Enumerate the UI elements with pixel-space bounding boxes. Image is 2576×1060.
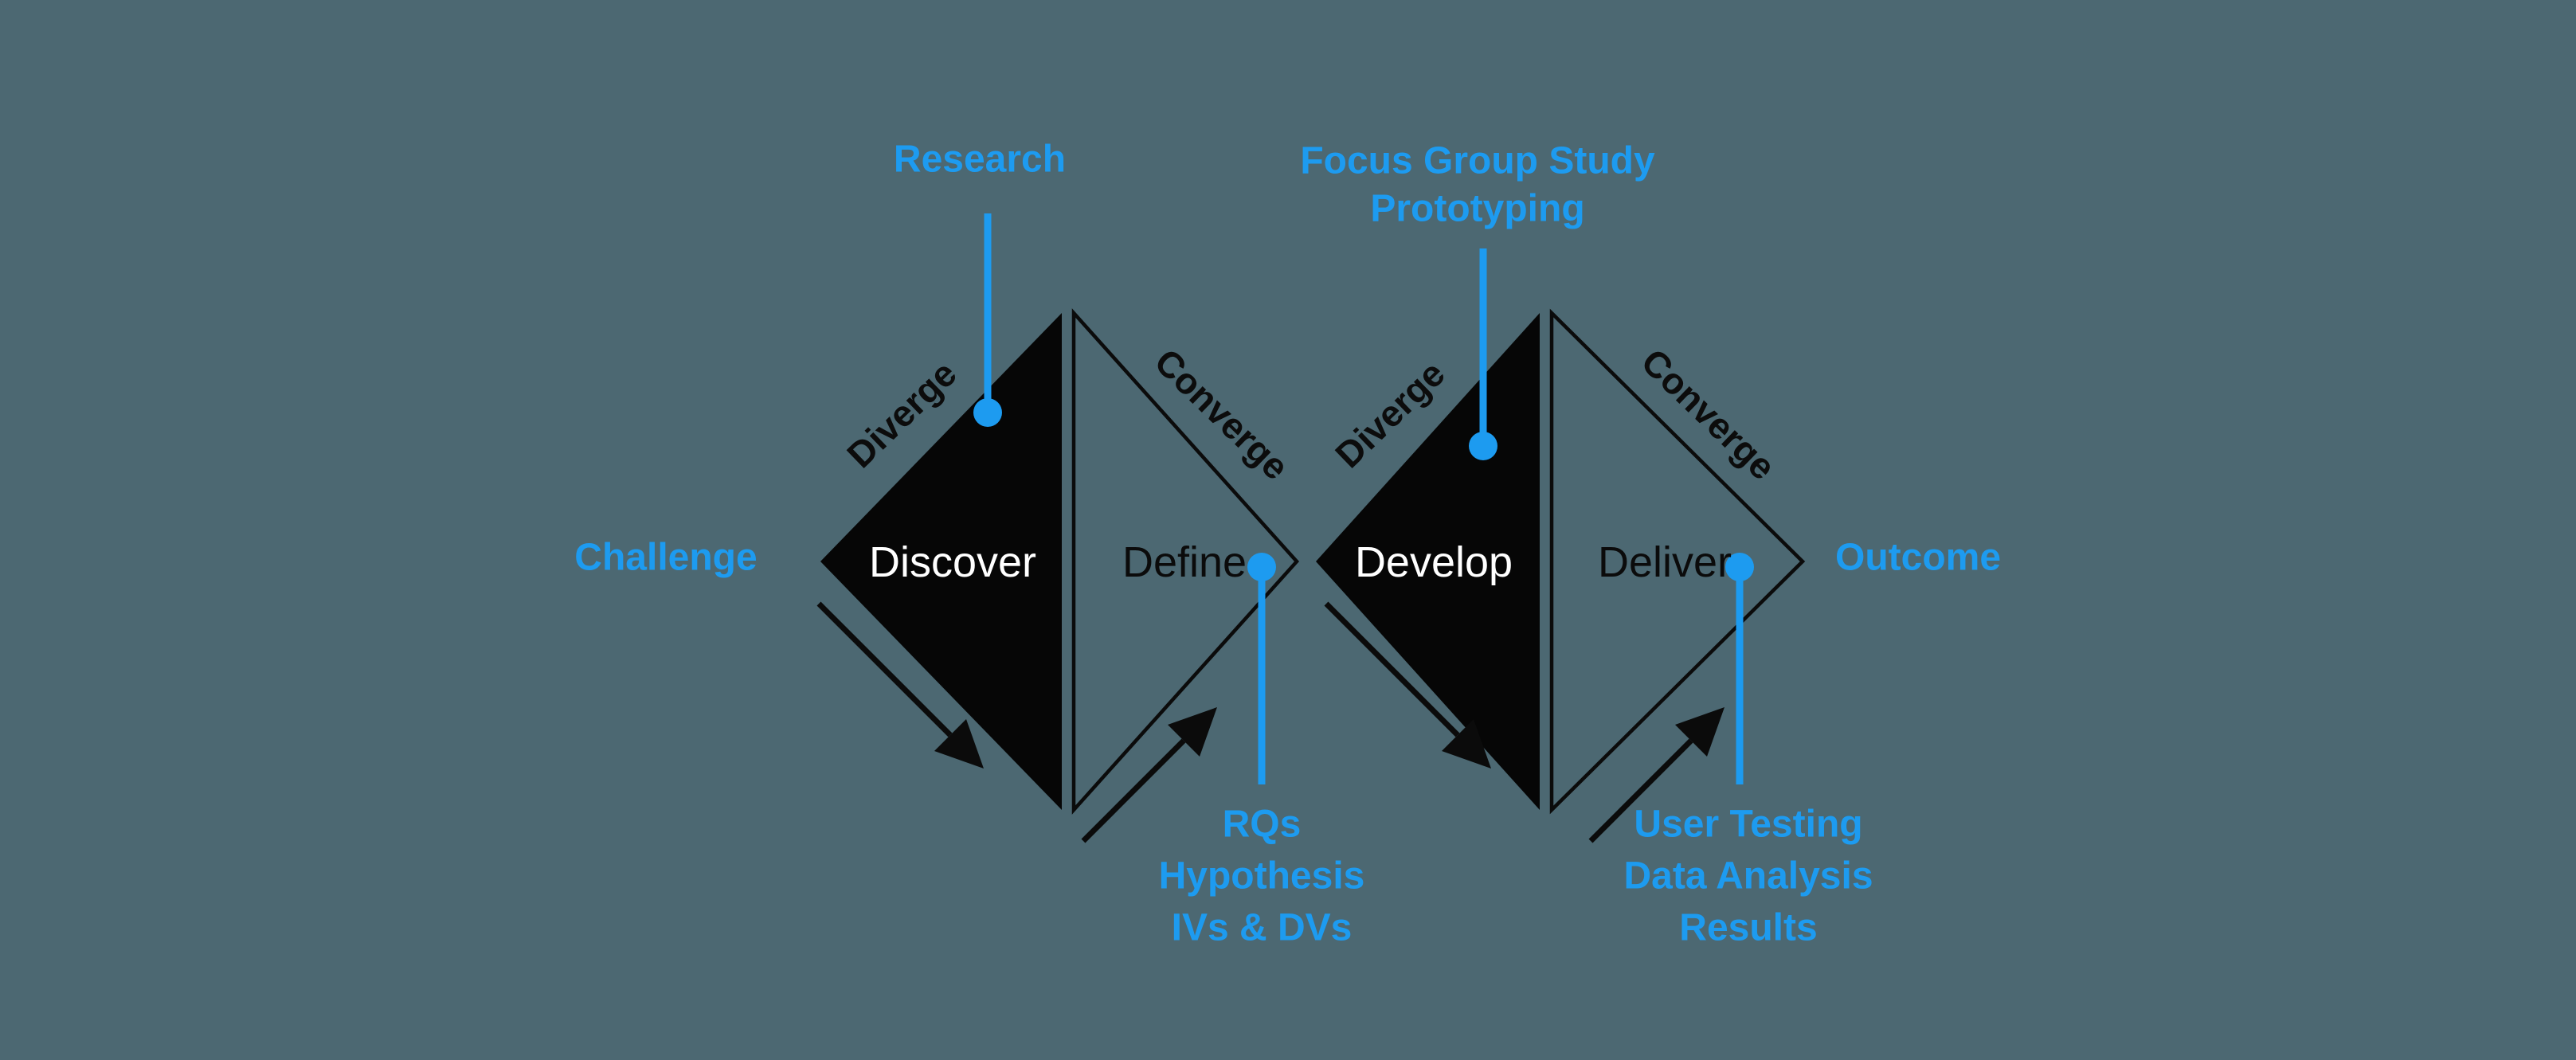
phase-label-deliver: Deliver [1598,538,1732,586]
define-triangle-outline [1071,308,1300,815]
deliver-outputs-line-2: Data Analysis [1623,855,1873,898]
define-outputs-line-3: IVs & DVs [1172,907,1353,949]
define-outputs-callout-dot [1247,553,1276,581]
arrow-shaft [1588,738,1693,843]
arrow-shaft [816,601,953,737]
deliver-outputs-callout-pointer [1725,553,1754,784]
research-callout-dot [973,398,1002,427]
deliver-outputs-line-3: Results [1679,907,1817,949]
arrow-head [1675,707,1725,757]
diverge-arrow-2 [1324,601,1491,769]
deliver-triangle-outline [1549,308,1806,815]
converge-label-1: Converge [1147,341,1298,488]
define-outputs-line-1: RQs [1223,804,1302,846]
research-callout-pointer [973,213,1002,427]
arrow-head [934,719,984,769]
phase-label-develop: Develop [1355,538,1513,586]
phase-label-discover: Discover [869,538,1036,586]
develop-methods-callout-line-2: Prototyping [1370,188,1584,230]
define-outputs-line-2: Hypothesis [1159,855,1365,898]
diverge-arrow-1 [816,601,984,769]
develop-methods-callout-pointer [1469,248,1497,460]
outcome-label: Outcome [1835,537,2001,579]
deliver-outputs-callout-dot [1725,553,1754,581]
converge-arrow-2 [1588,707,1725,843]
arrow-head [1168,707,1217,757]
arrow-shaft [1324,601,1460,737]
define-outputs-callout-pointer [1247,553,1276,784]
develop-methods-callout-dot [1469,432,1497,460]
arrow-head [1442,719,1491,769]
arrow-shaft [1081,738,1186,843]
phase-label-define: Define [1122,538,1247,586]
challenge-label: Challenge [574,537,757,579]
research-callout-label: Research [894,139,1066,181]
develop-methods-callout-line-1: Focus Group Study [1300,140,1655,182]
converge-arrow-1 [1081,707,1217,843]
discover-triangle [820,313,1062,810]
deliver-outputs-line-1: User Testing [1634,804,1862,846]
